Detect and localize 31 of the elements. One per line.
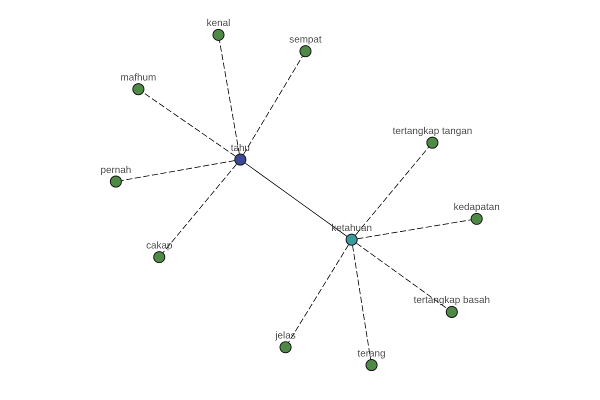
connector [355,146,430,236]
node-label: tertangkap tangan [392,126,472,137]
node-circle [470,212,483,225]
node-circle [234,154,246,166]
node-circle [110,175,122,188]
node-label: kenal [206,18,230,30]
connector [219,40,240,154]
connector [142,92,236,157]
node-circle [153,251,166,264]
node-circle [365,359,378,372]
node-label: sempat [289,34,322,46]
node-label: kedapatan [454,202,500,214]
node-circle [426,136,438,149]
node-circle [446,306,458,318]
node-circle [279,341,292,354]
connector [162,164,237,254]
node-circle [299,45,312,58]
node-label: terang [358,348,386,360]
node-label: mafhum [120,72,156,84]
connector [356,242,448,310]
connector [356,219,472,240]
connector [243,56,303,155]
node-circle [212,28,225,41]
connector [288,244,349,343]
connector [121,160,236,181]
node-circle [346,234,358,246]
connector [244,162,348,237]
node-circle [132,83,144,96]
connector [352,245,372,360]
node-label: pernah [100,164,132,176]
node-label: tahu [230,142,250,154]
